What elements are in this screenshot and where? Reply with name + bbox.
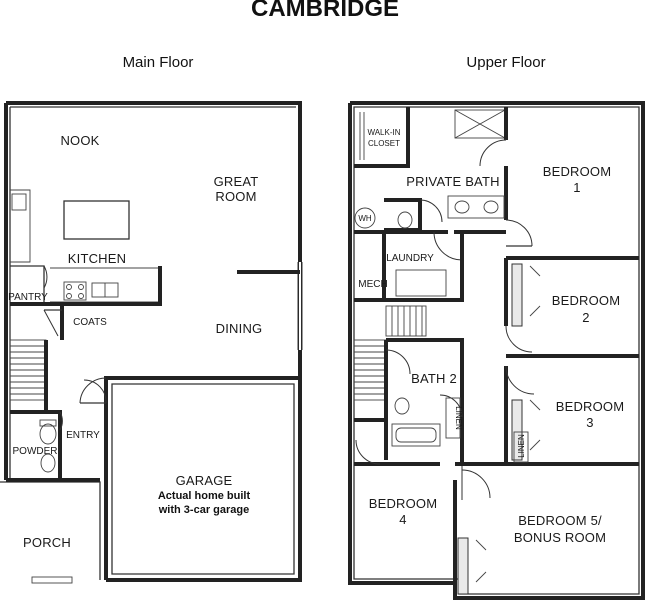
dining-label: DINING xyxy=(216,321,263,336)
private-bath-label: PRIVATE BATH xyxy=(406,174,499,189)
garage-label: GARAGE xyxy=(176,473,233,488)
kitchen-island xyxy=(63,200,130,240)
coats-label: COATS xyxy=(73,317,107,328)
bedroom-3-label-b: 3 xyxy=(586,415,593,430)
linen-label-1: LINEN xyxy=(454,406,463,430)
walk-in-closet-label-2: CLOSET xyxy=(368,139,400,148)
water-heater-label: WH xyxy=(358,214,372,223)
pantry-label: PANTRY xyxy=(8,292,48,303)
walk-in-closet-label-1: WALK-IN xyxy=(367,128,400,137)
bath-2-label: BATH 2 xyxy=(411,371,457,386)
main-floor-plan xyxy=(0,101,303,584)
main-stairs xyxy=(9,339,48,412)
upper-stairs xyxy=(353,305,427,401)
nook-label: NOOK xyxy=(60,133,99,148)
laundry-label: LAUNDRY xyxy=(386,253,434,264)
bedroom-3-label-a: BEDROOM xyxy=(556,399,625,414)
plan-title: CAMBRIDGE xyxy=(251,0,399,22)
porch-label: PORCH xyxy=(23,535,71,550)
bedroom-1-label-a: BEDROOM xyxy=(543,164,612,179)
mech-label: MECH xyxy=(358,279,387,290)
powder-label: POWDER xyxy=(13,446,58,457)
bedroom-2-label-b: 2 xyxy=(582,310,589,325)
great-room-label-2: ROOM xyxy=(215,189,256,204)
bedroom-5-label-b: BONUS ROOM xyxy=(514,530,606,545)
garage-note-1: Actual home built xyxy=(158,490,251,502)
garage-note-2: with 3-car garage xyxy=(158,504,249,516)
bedroom-5-label-a: BEDROOM 5/ xyxy=(518,513,602,528)
great-room-label-1: GREAT xyxy=(214,174,259,189)
upper-floor-plan: WH xyxy=(348,101,645,600)
bedroom-1-label-b: 1 xyxy=(573,180,580,195)
linen-label-2: LINEN xyxy=(517,434,526,458)
main-floor-heading: Main Floor xyxy=(123,54,194,71)
bedroom-2-label-a: BEDROOM xyxy=(552,293,621,308)
bedroom-4-label-a: BEDROOM xyxy=(369,496,438,511)
upper-floor-heading: Upper Floor xyxy=(466,54,545,71)
bedroom-4-label-b: 4 xyxy=(399,512,406,527)
kitchen-label: KITCHEN xyxy=(68,251,126,266)
entry-label: ENTRY xyxy=(66,430,100,441)
